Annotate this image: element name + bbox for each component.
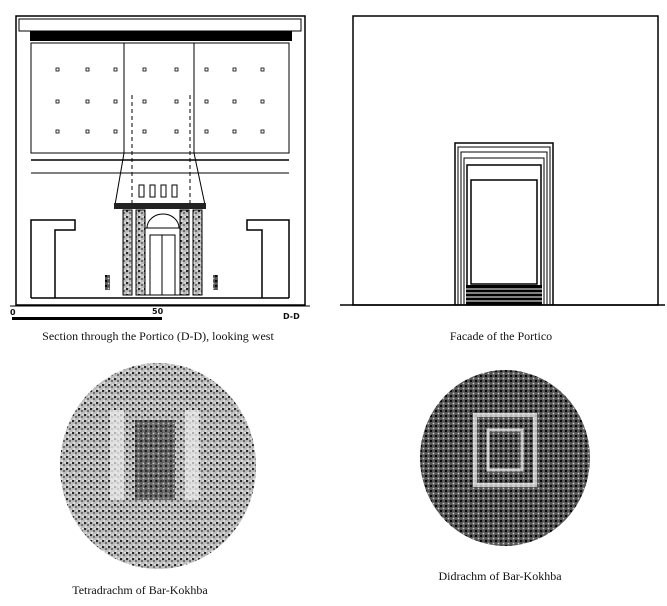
dentil-frieze [30,31,292,41]
scale-bar: 0 50 D-D [10,307,300,321]
tetradrachm-caption: Tetradrachm of Bar-Kokhba [72,583,208,597]
didrachm-caption: Didrachm of Bar-Kokhba [438,569,562,583]
attic-windows [138,184,178,198]
section-caption: Section through the Portico (D-D), looki… [42,329,274,343]
scale-start-label: 0 [10,308,16,317]
tetradrachm-coin-image: Tetradrachm of Bar-Kokhba [60,363,256,597]
portico-columns [114,203,206,296]
entrance-steps [466,285,542,305]
scale-mid-label: 50 [152,307,164,316]
section-label: D-D [283,312,300,321]
facade-caption: Facade of the Portico [450,329,552,343]
section-drawing: 0 50 D-D Section through the Portico (D-… [10,15,310,343]
portico-door [454,142,554,305]
window-grid [55,67,265,134]
didrachm-coin-image: Didrachm of Bar-Kokhba [420,370,590,583]
facade-drawing: Facade of the Portico [340,15,665,343]
